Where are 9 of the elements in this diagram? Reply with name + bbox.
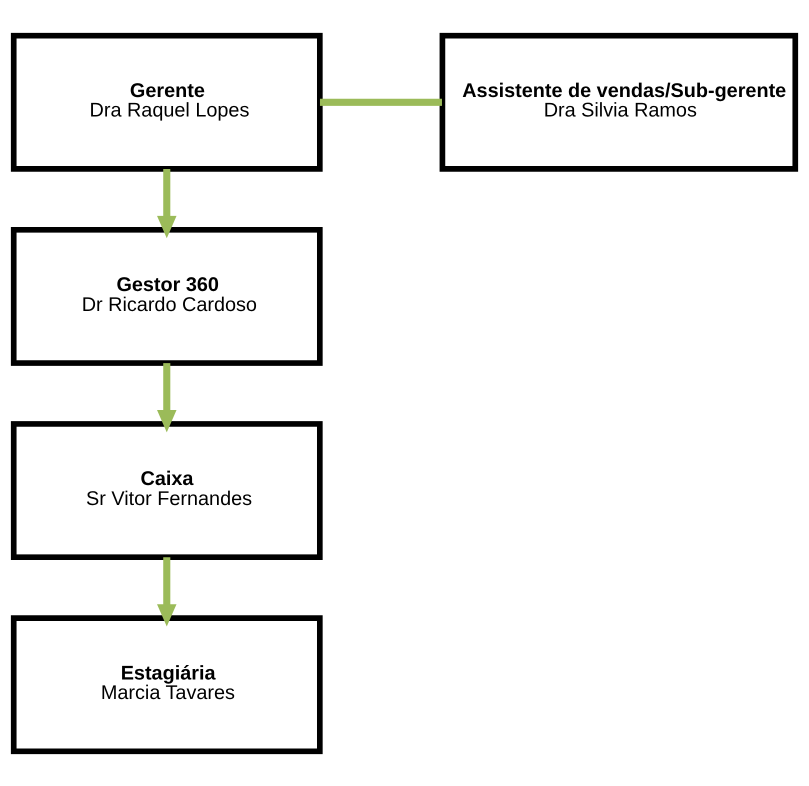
arrow <box>157 168 177 238</box>
node-box: Gerente Dra Raquel Lopes <box>10 32 323 172</box>
arrow <box>157 556 177 626</box>
node-box: Caixa Sr Vitor Fernandes <box>10 420 323 560</box>
node-box: Assistente de vendas/Sub-gerente Dra Silvia Ramos <box>440 32 798 172</box>
connector <box>320 98 442 106</box>
arrow <box>157 362 177 432</box>
node-box: Estagiária Marcia Tavares <box>10 614 323 754</box>
node-box: Gestor 360 Dr Ricardo Cardoso <box>10 226 323 366</box>
